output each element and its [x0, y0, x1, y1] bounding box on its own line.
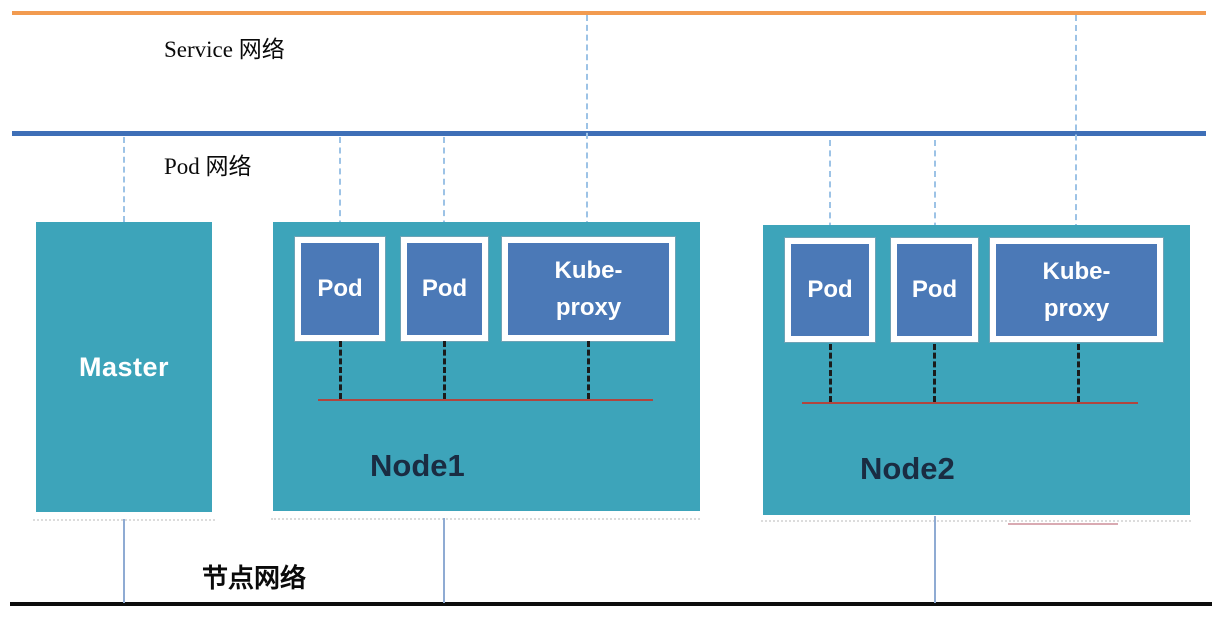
- node2-box: Pod Pod Kube-proxy Node2: [763, 225, 1190, 515]
- node1-pod2-bus-dash: [443, 341, 446, 399]
- dash-connector-podnet-node2-pod2: [934, 140, 936, 239]
- node2-kubeproxy-label: Kube-proxy: [1042, 257, 1111, 322]
- node2-reflection-line: [1008, 523, 1118, 525]
- node-network-label: 节点网络: [202, 564, 307, 593]
- node2-pod1-box: Pod: [785, 238, 875, 342]
- node2-pod1-label: Pod: [807, 276, 853, 303]
- link-master-nodenet: [123, 519, 125, 603]
- node1-pod2-label: Pod: [421, 275, 468, 302]
- node2-pod2-bus-dash: [933, 344, 936, 402]
- node2-label: Node2: [860, 451, 955, 486]
- node1-pod1-box: Pod: [295, 237, 385, 341]
- node2-internal-bus-line: [802, 402, 1138, 404]
- dash-connector-podnet-node2-pod1: [829, 140, 831, 239]
- node-network-line: [10, 602, 1212, 606]
- node1-kubeproxy-box: Kube-proxy: [502, 237, 675, 341]
- link-node1-nodenet: [443, 518, 445, 603]
- master-box: Master: [36, 222, 212, 512]
- master-label: Master: [78, 351, 170, 382]
- node1-internal-bus-line: [318, 399, 653, 401]
- service-network-line: [12, 11, 1206, 15]
- node2-pod1-bus-dash: [829, 344, 832, 402]
- node1-label: Node1: [370, 448, 465, 483]
- node1-kubeproxy-label: Kube-proxy: [554, 256, 623, 321]
- pod-network-line: [12, 131, 1206, 136]
- service-network-label: Service 网络: [164, 37, 285, 62]
- node1-pod2-box: Pod: [401, 237, 488, 341]
- dash-connector-servicenet-node1-kubeproxy: [586, 15, 588, 237]
- pod-network-label: Pod 网络: [164, 154, 252, 179]
- node2-shadow-line: [761, 520, 1191, 522]
- node1-box: Pod Pod Kube-proxy Node1: [273, 222, 700, 511]
- dash-connector-podnet-node1-pod2: [443, 137, 445, 237]
- node1-pod1-label: Pod: [317, 275, 363, 302]
- node2-kubeproxy-bus-dash: [1077, 344, 1080, 402]
- link-node2-nodenet: [934, 516, 936, 603]
- dash-connector-servicenet-node2-kubeproxy: [1075, 15, 1077, 240]
- dash-connector-podnet-master: [123, 137, 125, 222]
- node1-shadow-line: [271, 518, 700, 520]
- node1-pod1-bus-dash: [339, 341, 342, 399]
- node1-kubeproxy-bus-dash: [587, 341, 590, 399]
- node2-pod2-box: Pod: [891, 238, 978, 342]
- node2-pod2-label: Pod: [911, 276, 958, 303]
- dash-connector-podnet-node1-pod1: [339, 137, 341, 237]
- node2-kubeproxy-box: Kube-proxy: [990, 238, 1163, 342]
